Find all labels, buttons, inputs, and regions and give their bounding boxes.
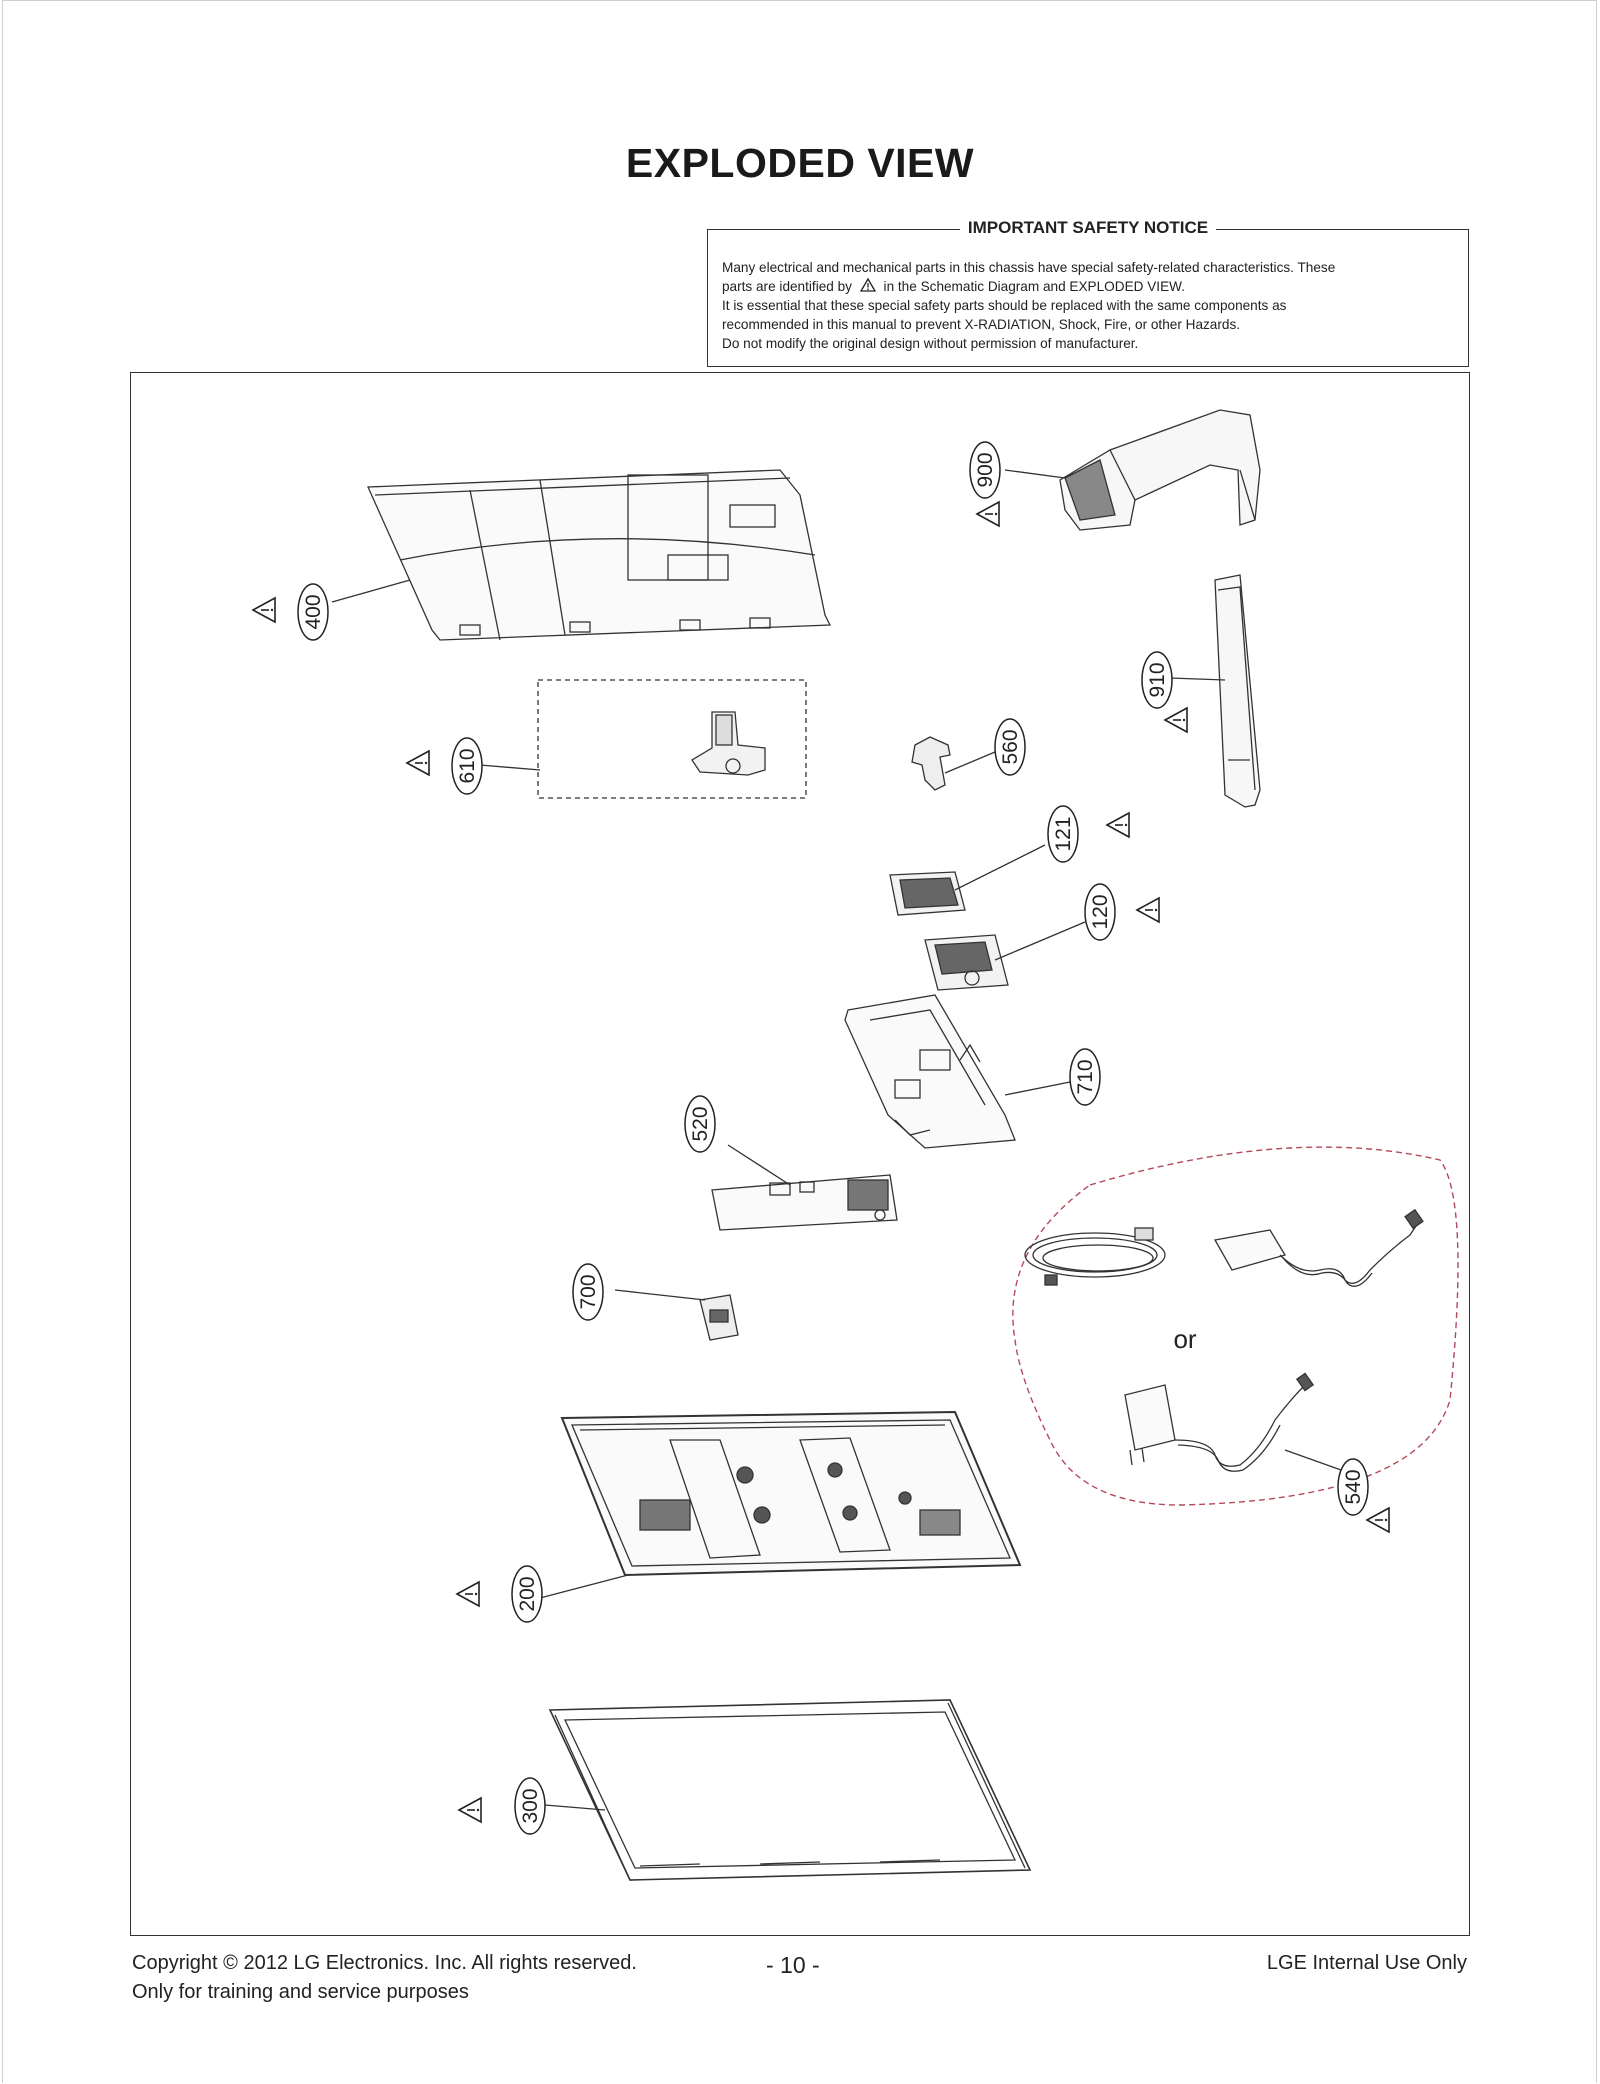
footer-copyright: Copyright © 2012 LG Electronics. Inc. Al… [132,1952,637,1974]
notice-line: Many electrical and mechanical parts in … [722,260,1336,275]
part-label-710: 710 [1074,1059,1097,1094]
leader-line [1004,469,1066,479]
leader-line [727,1144,791,1186]
page-title: EXPLODED VIEW [625,140,975,186]
part-560-bracket [911,736,951,791]
part-label-121: 121 [1052,816,1075,851]
part-label-oval [969,441,1001,499]
safety-notice-heading: IMPORTANT SAFETY NOTICE [959,218,1217,237]
notice-line: in the Schematic Diagram and EXPLODED VI… [883,279,1185,294]
part-540-power-cord [1024,1227,1166,1286]
or-label: or [1173,1324,1196,1354]
part-label-oval [684,1095,716,1153]
warning-triangle-icon [859,277,876,292]
leader-line [614,1289,706,1301]
safety-notice-body: Many electrical and mechanical parts in … [722,258,1454,353]
part-200-rear-cover [560,1410,1022,1577]
part-610-dashed-box [537,679,807,799]
part-label-540: 540 [1342,1469,1365,1504]
part-label-oval [1047,805,1079,863]
part-700-bracket [699,1294,739,1341]
part-label-610: 610 [456,748,479,783]
leader-line [479,764,541,771]
part-120-module [924,934,1009,991]
part-label-200: 200 [516,1576,539,1611]
part-label-oval [994,718,1026,776]
part-label-oval [511,1565,543,1623]
notice-line: Do not modify the original design withou… [722,336,1139,351]
part-400-stand-cover [367,469,832,641]
part-label-oval [1069,1048,1101,1106]
part-label-oval [1337,1458,1369,1516]
part-540-group-outline [1012,1146,1459,1506]
leader-line [331,579,411,603]
part-label-oval [572,1263,604,1321]
part-label-oval [1141,651,1173,709]
part-label-520: 520 [689,1106,712,1141]
warning-triangle-icon [406,750,430,776]
warning-triangle-icon [1366,1507,1390,1533]
part-label-oval [297,583,329,641]
footer-internal-use: LGE Internal Use Only [1266,1952,1467,1974]
leader-line [544,1804,606,1811]
warning-triangle-icon [252,597,276,623]
leader-line [944,751,996,774]
leader-line [1169,677,1226,681]
part-900-stand-base [1059,409,1261,531]
part-label-700: 700 [577,1274,600,1309]
leader-line [994,921,1086,961]
warning-triangle-icon [458,1797,482,1823]
warning-triangle-icon [1136,897,1160,923]
warning-triangle-icon [456,1581,480,1607]
part-label-120: 120 [1089,894,1112,929]
part-121-module [889,871,966,916]
part-label-900: 900 [974,452,997,487]
part-710-chassis-plate [844,994,1016,1149]
part-520-main-board [711,1174,898,1231]
leader-line [1004,1081,1071,1096]
part-label-oval [1084,883,1116,941]
part-label-560: 560 [999,729,1022,764]
part-300-front-bezel [548,1699,1032,1881]
notice-line: parts are identified by [722,279,852,294]
safety-notice-box: IMPORTANT SAFETY NOTICE Many electrical … [707,218,1469,367]
part-label-300: 300 [519,1788,542,1823]
part-label-910: 910 [1146,662,1169,697]
part-label-oval [451,737,483,795]
part-610-hinge [691,711,766,776]
footer-training-note: Only for training and service purposes [132,1981,469,2003]
leader-line [539,1574,629,1599]
part-label-400: 400 [302,594,325,629]
part-910-stand-neck [1214,574,1261,808]
diagram-frame [130,372,1470,1936]
warning-triangle-icon [976,501,1000,527]
warning-triangle-icon [1106,812,1130,838]
part-540-adapter [1213,1208,1424,1287]
part-label-oval [514,1777,546,1835]
notice-line: recommended in this manual to prevent X-… [722,317,1241,332]
part-540-wall-adapter [1124,1372,1315,1472]
notice-line: It is essential that these special safet… [722,298,1287,313]
leader-line [954,844,1046,891]
page-number: - 10 - [766,1952,820,1978]
warning-triangle-icon [1164,707,1188,733]
